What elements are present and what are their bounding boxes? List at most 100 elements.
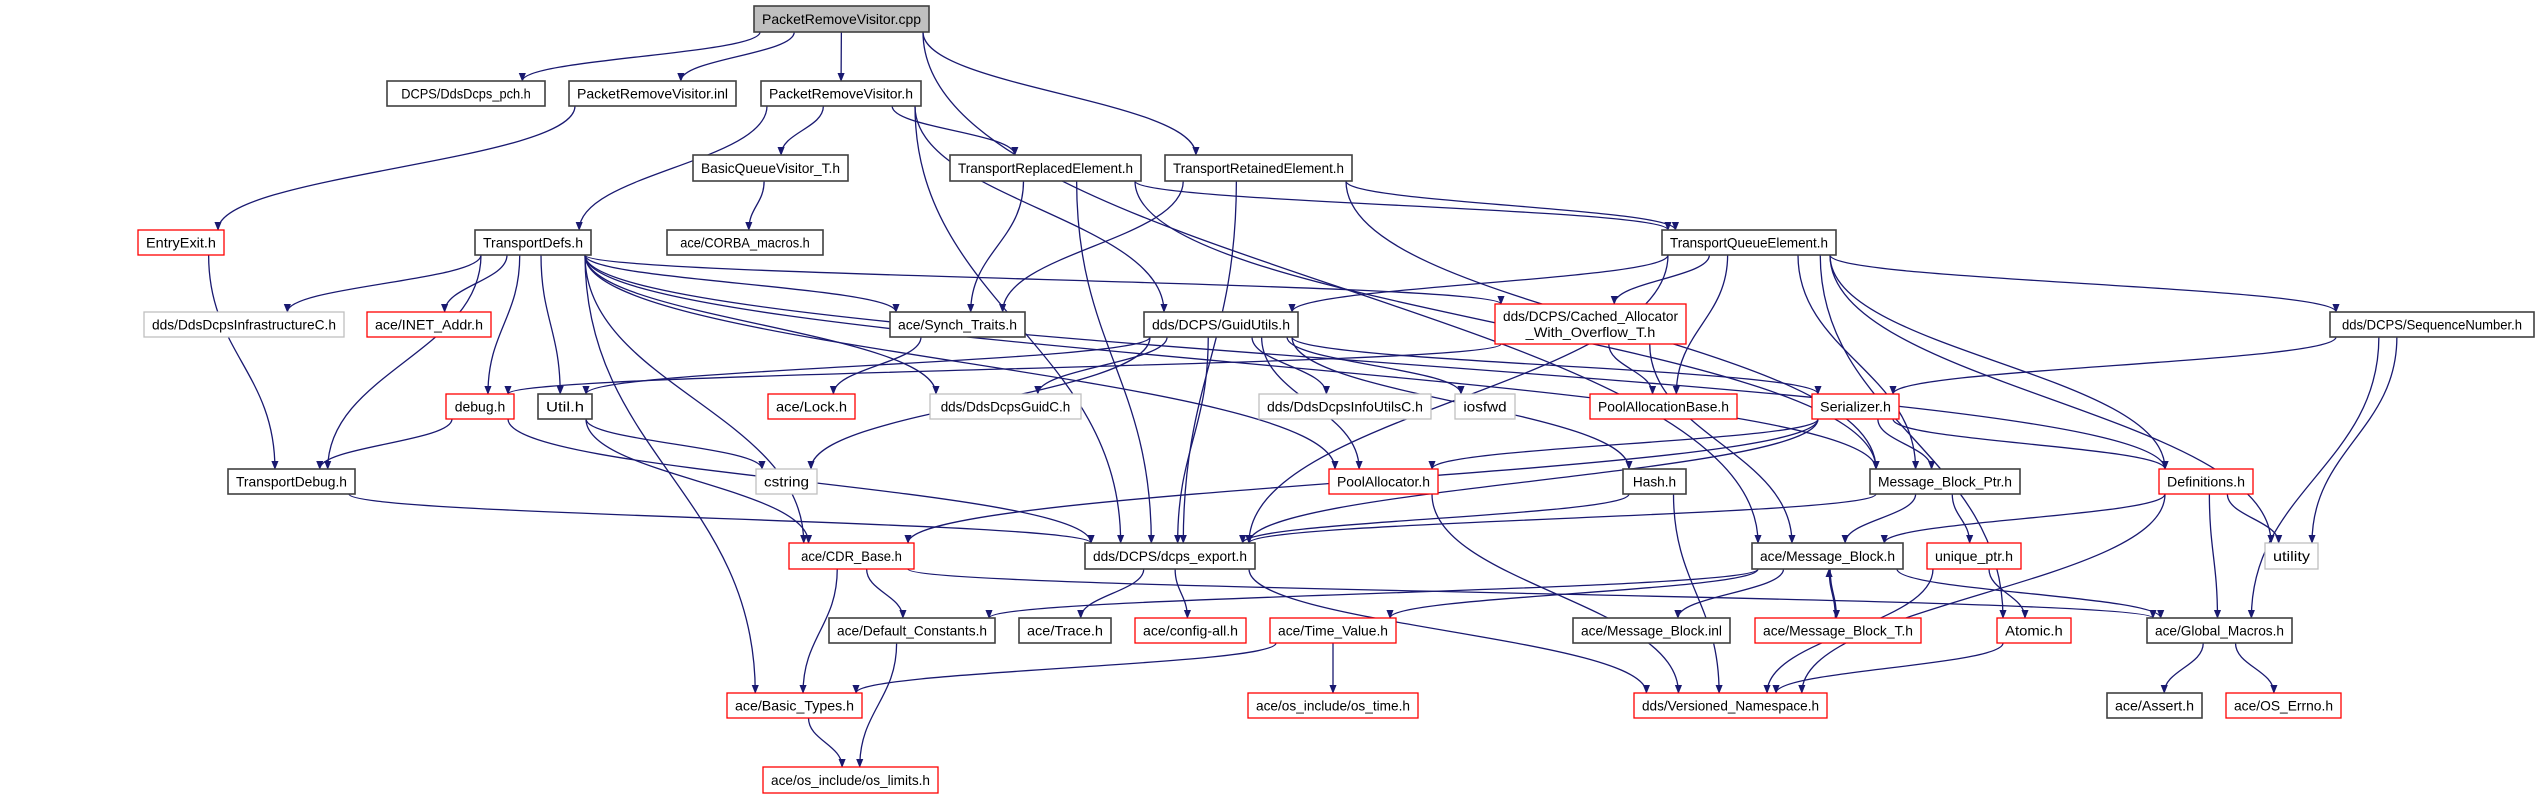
node-box[interactable] [1134, 617, 1247, 644]
node-box[interactable] [1494, 303, 1687, 345]
node-box[interactable] [2225, 692, 2342, 719]
node-box[interactable] [2264, 542, 2319, 570]
node-entry[interactable]: EntryExit.h [137, 229, 225, 256]
node-hash[interactable]: Hash.h [1622, 468, 1687, 495]
node-box[interactable] [143, 311, 345, 338]
node-box[interactable] [2329, 311, 2535, 338]
node-box[interactable] [1572, 617, 1731, 644]
node-uptr[interactable]: unique_ptr.h [1926, 542, 2022, 570]
node-config[interactable]: ace/config-all.h [1134, 617, 1247, 644]
node-defconst[interactable]: ace/Default_Constants.h [828, 617, 996, 644]
node-infoutils[interactable]: dds/DdsDcpsInfoUtilsC.h [1258, 393, 1432, 420]
node-trepl[interactable]: TransportReplacedElement.h [949, 154, 1142, 182]
node-box[interactable] [692, 154, 849, 182]
node-synch[interactable]: ace/Synch_Traits.h [889, 311, 1026, 338]
node-prvinl[interactable]: PacketRemoveVisitor.inl [568, 80, 737, 107]
node-infra[interactable]: dds/DdsDcpsInfrastructureC.h [143, 311, 345, 338]
node-box[interactable] [1018, 617, 1112, 644]
node-tdebug[interactable]: TransportDebug.h [227, 468, 356, 495]
node-box[interactable] [929, 393, 1082, 420]
node-box[interactable] [1811, 393, 1900, 420]
node-mb[interactable]: ace/Message_Block.h [1751, 542, 1904, 570]
node-iosfwd[interactable]: iosfwd [1454, 393, 1516, 420]
node-cdr[interactable]: ace/CDR_Base.h [788, 542, 915, 570]
node-gmacros[interactable]: ace/Global_Macros.h [2146, 617, 2293, 644]
node-util[interactable]: Util.h [537, 393, 593, 420]
node-prvh[interactable]: PacketRemoveVisitor.h [760, 80, 922, 107]
node-versioned[interactable]: dds/Versioned_Namespace.h [1633, 692, 1828, 719]
node-poolalloc[interactable]: PoolAllocator.h [1328, 468, 1439, 495]
node-box[interactable] [1751, 542, 1904, 570]
node-box[interactable] [1143, 311, 1299, 338]
node-box[interactable] [2106, 692, 2203, 719]
node-box[interactable] [726, 692, 863, 719]
node-cached[interactable]: dds/DCPS/Cached_Allocator_With_Overflow_… [1494, 303, 1687, 345]
node-box[interactable] [788, 542, 915, 570]
node-box[interactable] [1269, 617, 1397, 644]
node-box[interactable] [1084, 542, 1256, 570]
node-mbinl[interactable]: ace/Message_Block.inl [1572, 617, 1731, 644]
node-box[interactable] [755, 468, 818, 495]
node-seqnum[interactable]: dds/DCPS/SequenceNumber.h [2329, 311, 2535, 338]
node-basictypes[interactable]: ace/Basic_Types.h [726, 692, 863, 719]
node-oslimits[interactable]: ace/os_include/os_limits.h [762, 766, 939, 794]
node-root[interactable]: PacketRemoveVisitor.cpp [753, 5, 930, 33]
node-box[interactable] [1926, 542, 2022, 570]
node-box[interactable] [760, 80, 922, 107]
node-box[interactable] [227, 468, 356, 495]
node-box[interactable] [1622, 468, 1687, 495]
node-box[interactable] [889, 311, 1026, 338]
node-box[interactable] [445, 393, 515, 420]
node-debug[interactable]: debug.h [445, 393, 515, 420]
node-box[interactable] [1633, 692, 1828, 719]
node-box[interactable] [1661, 229, 1837, 256]
node-box[interactable] [537, 393, 593, 420]
node-cstring[interactable]: cstring [755, 468, 818, 495]
node-corba[interactable]: ace/CORBA_macros.h [666, 229, 824, 256]
node-pch[interactable]: DCPS/DdsDcps_pch.h [386, 80, 546, 107]
node-box[interactable] [1258, 393, 1432, 420]
node-tdefs[interactable]: TransportDefs.h [474, 229, 592, 256]
node-export[interactable]: dds/DCPS/dcps_export.h [1084, 542, 1256, 570]
node-box[interactable] [949, 154, 1142, 182]
node-pab[interactable]: PoolAllocationBase.h [1589, 393, 1738, 420]
node-box[interactable] [1869, 468, 2021, 495]
node-defs[interactable]: Definitions.h [2158, 468, 2254, 495]
node-box[interactable] [568, 80, 737, 107]
node-tqe[interactable]: TransportQueueElement.h [1661, 229, 1837, 256]
node-tret[interactable]: TransportRetainedElement.h [1164, 154, 1353, 182]
node-box[interactable] [1328, 468, 1439, 495]
node-box[interactable] [386, 80, 546, 107]
node-box[interactable] [1164, 154, 1353, 182]
node-timeval[interactable]: ace/Time_Value.h [1269, 617, 1397, 644]
node-box[interactable] [753, 5, 930, 33]
node-box[interactable] [2158, 468, 2254, 495]
node-box[interactable] [767, 393, 856, 420]
node-box[interactable] [828, 617, 996, 644]
node-errno[interactable]: ace/OS_Errno.h [2225, 692, 2342, 719]
node-box[interactable] [2146, 617, 2293, 644]
node-serializer[interactable]: Serializer.h [1811, 393, 1900, 420]
node-mbptr[interactable]: Message_Block_Ptr.h [1869, 468, 2021, 495]
node-assert[interactable]: ace/Assert.h [2106, 692, 2203, 719]
node-bqv[interactable]: BasicQueueVisitor_T.h [692, 154, 849, 182]
node-box[interactable] [1996, 617, 2072, 644]
node-lock[interactable]: ace/Lock.h [767, 393, 856, 420]
node-box[interactable] [666, 229, 824, 256]
node-mbt[interactable]: ace/Message_Block_T.h [1754, 617, 1922, 644]
node-utility[interactable]: utility [2264, 542, 2319, 570]
node-box[interactable] [137, 229, 225, 256]
node-trace[interactable]: ace/Trace.h [1018, 617, 1112, 644]
node-atomic[interactable]: Atomic.h [1996, 617, 2072, 644]
node-guid[interactable]: dds/DCPS/GuidUtils.h [1143, 311, 1299, 338]
node-inet[interactable]: ace/INET_Addr.h [366, 311, 492, 338]
node-box[interactable] [1589, 393, 1738, 420]
node-guidc[interactable]: dds/DdsDcpsGuidC.h [929, 393, 1082, 420]
node-box[interactable] [1247, 692, 1419, 719]
node-box[interactable] [474, 229, 592, 256]
node-box[interactable] [1454, 393, 1516, 420]
node-box[interactable] [762, 766, 939, 794]
node-ostime[interactable]: ace/os_include/os_time.h [1247, 692, 1419, 719]
node-box[interactable] [1754, 617, 1922, 644]
node-box[interactable] [366, 311, 492, 338]
